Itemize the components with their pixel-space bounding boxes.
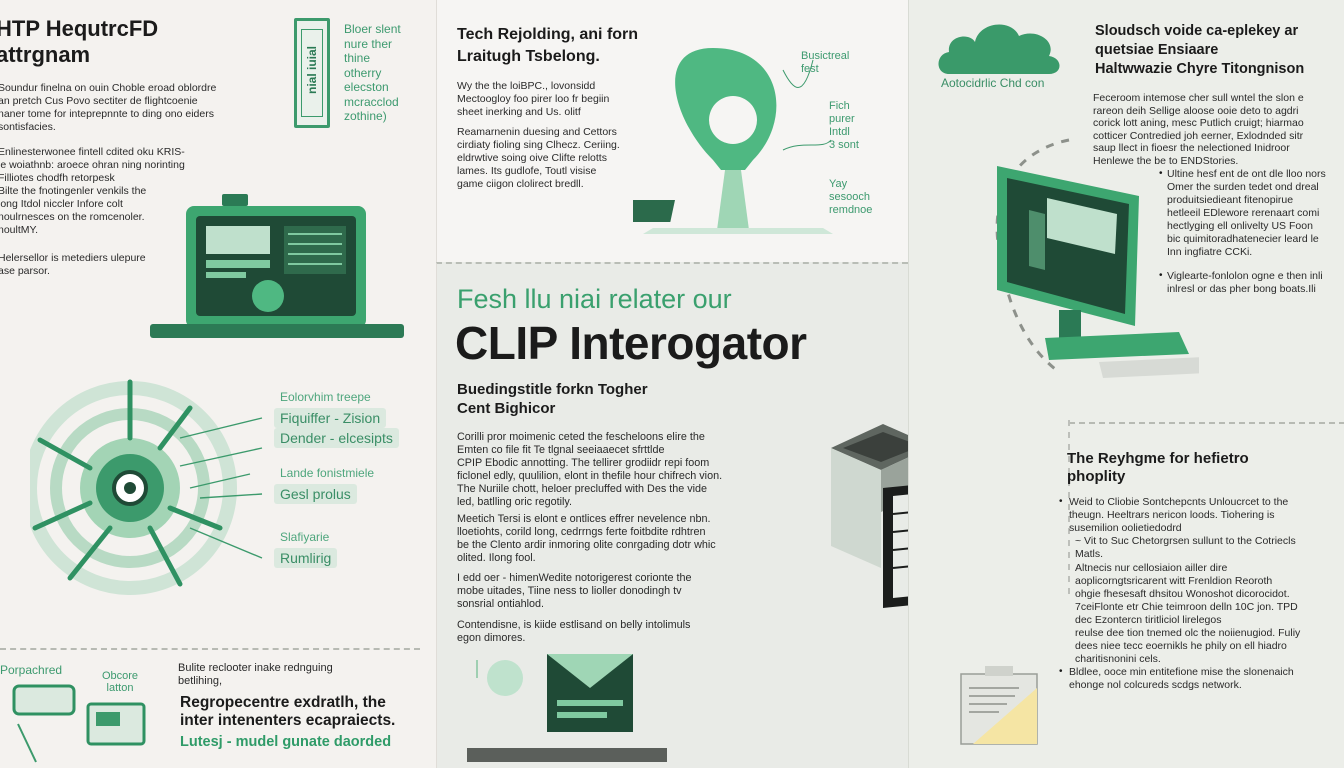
vertical-card-text: Bloer slent nure ther thine otherry elec… [344, 22, 401, 123]
footer-body: Bulite reclooter inake rednguing betlihi… [178, 662, 333, 687]
right-panel: Aotocidrlic Chd con Sloudsch voide ca-ep… [908, 0, 1344, 768]
radial-label-1: Eolorvhim treepe [280, 390, 371, 404]
lamp-illustration [633, 48, 833, 234]
bullet-dot-2: • [1159, 270, 1163, 281]
document-icon [960, 666, 1038, 745]
cloud-caption: Aotocidrlic Chd con [941, 76, 1045, 90]
bullet-dot-4: • [1059, 666, 1063, 677]
radial-label-3: Dender - elcesipts [274, 428, 399, 448]
right-section-title: The Reyhgme for hefietro phoplity [1067, 450, 1249, 485]
center-subtitle: Buedingstitle forkn Togher Cent Bighicor [457, 381, 648, 417]
right-section-sub-1: ~ Vit to Suc Chetorgrsen sullunt to the … [1075, 535, 1296, 560]
center-kicker: Fesh llu niai relater our [457, 284, 732, 314]
radial-label-2: Fiquiffer - Zision [274, 408, 387, 428]
center-body-4: Contendisne, is kiide estlisand on belly… [457, 619, 691, 644]
right-title: Sloudsch voide ca-eplekey ar quetsiae En… [1095, 23, 1305, 77]
right-body-1: Feceroom intemose cher sull wntel the sl… [1093, 92, 1304, 167]
right-bullet-2: Viglearte-fonlolon ogne e then inli inlr… [1167, 270, 1323, 295]
top-center-title: Tech Rejolding, ani forn Lraitugh Tsbelo… [457, 26, 639, 65]
center-body-3: I edd oer - himenWedite notorigerest cor… [457, 572, 692, 610]
footer-headline: Regropecentre exdratlh, the inter intene… [180, 694, 396, 729]
footer-green-line: Lutesj - mudel gunate daorded [180, 734, 392, 750]
center-panel: Fesh llu niai relater our CLIP Interogat… [436, 262, 908, 768]
right-section-bullet-1: Weid to Cliobie Sontchepcnts Unloucrcet … [1069, 496, 1289, 534]
lamp-label-3: Yay sesooch remdnoe [829, 178, 873, 216]
cloud-icon [938, 24, 1060, 74]
bullet-dot-3: • [1059, 496, 1063, 507]
radial-label-4: Lande fonistmiele [280, 466, 375, 480]
left-panel: HTP HequtrcFD attrgnam Soundur finelna o… [0, 0, 436, 768]
left-title: HTP HequtrcFD attrgnam [0, 16, 159, 67]
footer-label-2: Obcore latton [101, 670, 139, 694]
radial-label-7: Rumlirig [274, 548, 338, 568]
vertical-card: nial iuial [294, 18, 330, 128]
left-intro: Soundur finelna on ouin Choble eroad obl… [0, 82, 217, 133]
monitor-illustration [995, 138, 1199, 378]
footer-label-1: Porpachred [0, 663, 63, 677]
vertical-card-label: nial iuial [305, 46, 319, 95]
radial-label-5: Gesl prolus [274, 484, 357, 504]
left-paragraph-2: Enlinesterwonee fintell cdited oku KRIS-… [0, 146, 185, 236]
connector-line [1068, 420, 1070, 600]
center-body-1: Corilli pror moimenic ceted the feschelo… [457, 431, 723, 508]
right-section-body: Altnecis nur cellosiaion ailler dire aop… [1075, 562, 1301, 665]
center-body-2: Meetich Tersi is elont e ontlices effrer… [457, 513, 716, 564]
center-title: CLIP Interogator [455, 317, 807, 369]
lamp-label-2: Fich purer Intdl 3 sont [829, 100, 859, 151]
laptop-illustration [150, 194, 404, 338]
right-bullet-1: Ultine hesf ent de ont dle lloo nors Ome… [1167, 168, 1326, 258]
top-center-body-1: Wy the the loiBPC., lovonsidd Mectoogloy… [457, 80, 610, 118]
bottom-device-illustration [467, 654, 667, 762]
lamp-label-1: Busictreal fest [801, 50, 850, 75]
server-illustration [831, 424, 908, 608]
footer-devices-illustration [12, 684, 146, 763]
top-center-body-2: Reamarnenin duesing and Cettors cirdiaty… [457, 126, 620, 190]
top-center-panel: Tech Rejolding, ani forn Lraitugh Tsbelo… [436, 0, 908, 262]
left-paragraph-3: Helersellor is metediers ulepure ase par… [0, 252, 146, 277]
bullet-dot-1: • [1159, 168, 1163, 179]
radial-diagram [30, 379, 263, 595]
right-section-bullet-2: Bldlee, ooce min entitefione mise the sl… [1069, 666, 1294, 691]
radial-label-6: Slafiyarie [280, 530, 330, 544]
